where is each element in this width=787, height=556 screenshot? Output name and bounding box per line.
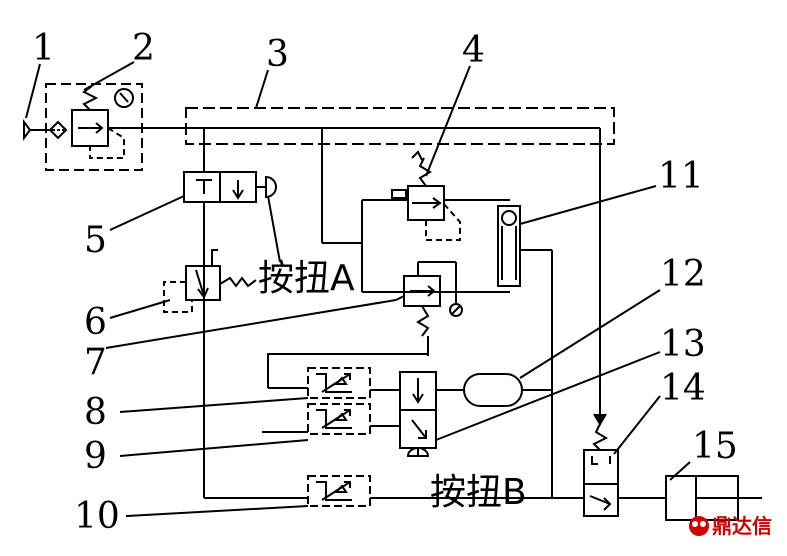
label-6: 6 [84,302,107,343]
label-4: 4 [462,30,485,71]
throttle-valve-9 [307,403,371,435]
throttle-valve-8 [307,367,371,399]
label-3: 3 [266,34,289,75]
indicator-11 [497,205,521,287]
label-14: 14 [660,368,706,409]
label-12: 12 [660,254,706,295]
button-valve-13 [399,371,437,457]
label-2: 2 [132,28,155,69]
label-7: 7 [84,342,107,383]
watermark-logo: 鼎达信 [689,514,772,538]
label-1: 1 [32,28,55,69]
label-11: 11 [658,156,704,197]
valve-6 [163,249,257,313]
label-13: 13 [660,324,706,365]
label-15: 15 [692,426,738,467]
label-8: 8 [84,392,107,433]
manifold-block [185,107,615,145]
pilot-valve-14 [583,423,619,517]
watermark-text: 鼎达信 [712,514,772,538]
reservoir-12 [463,373,523,407]
throttle-valve-10 [307,475,371,507]
pressure-valve-4 [391,150,461,241]
label-10: 10 [74,496,120,537]
label-9: 9 [84,436,107,477]
manual-valve-5 [183,171,277,203]
button-a-label: 按扭A [258,258,355,299]
valve-7 [395,261,463,356]
button-b-label: 按扭B [430,472,527,513]
label-5: 5 [84,220,107,261]
